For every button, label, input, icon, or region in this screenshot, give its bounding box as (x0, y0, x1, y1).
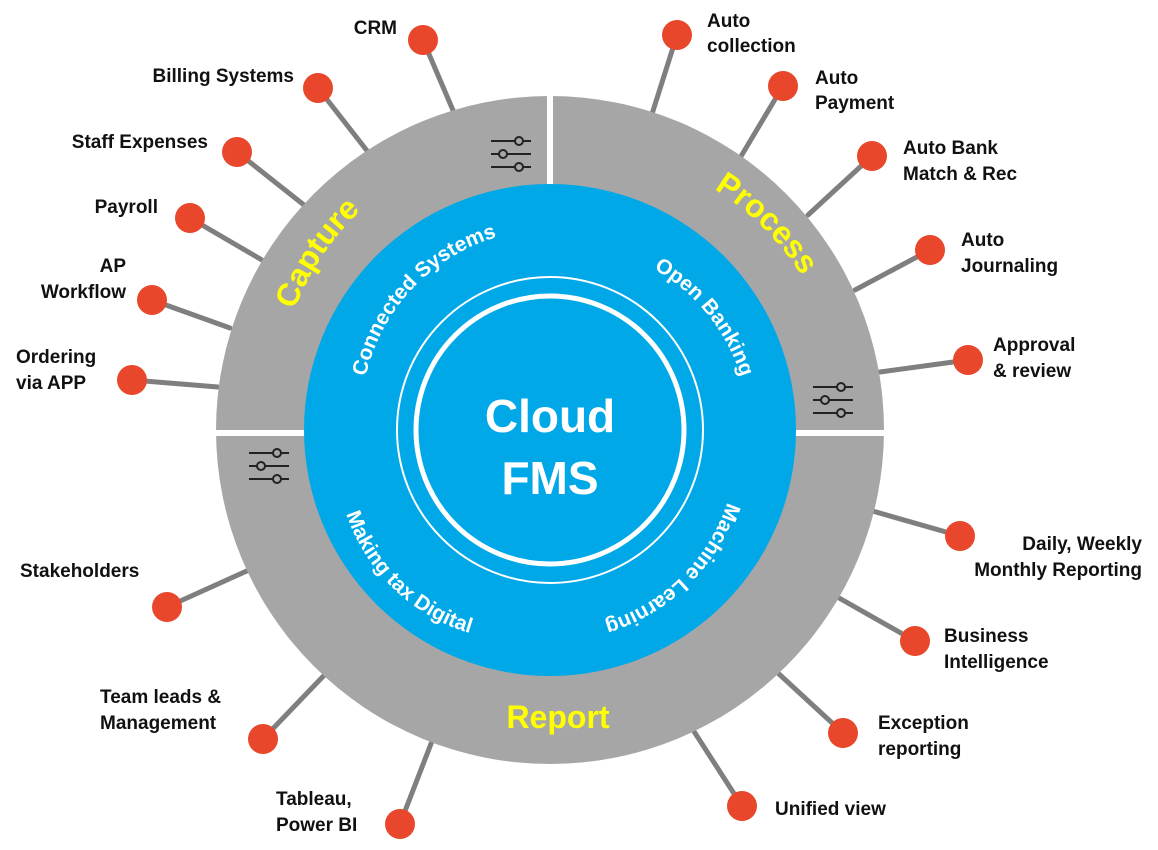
label-ordering-1: Ordering (16, 347, 96, 368)
label-auto-bank-2: Match & Rec (903, 164, 1017, 185)
label-crm: CRM (354, 18, 397, 39)
label-team-2: Management (100, 713, 217, 734)
label-tableau-1: Tableau, (276, 789, 352, 810)
label-auto-payment-1: Auto (815, 68, 858, 89)
label-daily-1: Daily, Weekly (1022, 534, 1142, 555)
dot-bi (900, 626, 930, 656)
dot-auto-journal (915, 235, 945, 265)
label-auto-payment-2: Payment (815, 93, 895, 114)
dot-team (248, 724, 278, 754)
label-auto-collection-1: Auto (707, 11, 750, 32)
dot-ap (137, 285, 167, 315)
label-staff-expenses: Staff Expenses (72, 132, 208, 153)
label-exception-2: reporting (878, 739, 961, 760)
endpoint-dots (117, 20, 983, 839)
label-payroll: Payroll (95, 197, 158, 218)
label-tableau-2: Power BI (276, 815, 357, 836)
core-circle (413, 293, 687, 567)
sliders-icon (491, 136, 531, 172)
dot-stakeholders (152, 592, 182, 622)
label-approval-2: & review (993, 361, 1071, 382)
dot-ordering (117, 365, 147, 395)
label-auto-collection-2: collection (707, 36, 796, 57)
label-auto-journal-1: Auto (961, 230, 1004, 251)
dot-daily (945, 521, 975, 551)
thin-ring (396, 276, 704, 584)
dot-payroll (175, 203, 205, 233)
dot-approval (953, 345, 983, 375)
label-bi-2: Intelligence (944, 652, 1049, 673)
label-auto-bank-1: Auto Bank (903, 138, 998, 159)
dot-staff (222, 137, 252, 167)
label-team-1: Team leads & (100, 687, 221, 708)
sliders-icon (249, 448, 289, 484)
label-bi-1: Business (944, 626, 1028, 647)
label-approval-1: Approval (993, 335, 1075, 356)
dot-exception (828, 718, 858, 748)
label-billing-systems: Billing Systems (153, 66, 295, 87)
label-ap-workflow-2: Workflow (41, 282, 126, 303)
dot-auto-payment (768, 71, 798, 101)
dot-billing (303, 73, 333, 103)
sliders-icon (813, 382, 853, 418)
dot-auto-collection (662, 20, 692, 50)
label-daily-2: Monthly Reporting (974, 560, 1142, 581)
dot-auto-bank (857, 141, 887, 171)
core-title-line1: Cloud (485, 390, 615, 442)
label-ordering-2: via APP (16, 373, 86, 394)
core-title-line2: FMS (501, 452, 598, 504)
label-exception-1: Exception (878, 713, 969, 734)
dot-tableau (385, 809, 415, 839)
label-auto-journal-2: Journaling (961, 256, 1058, 277)
dot-crm (408, 25, 438, 55)
label-ap-workflow-1: AP (100, 256, 127, 277)
dot-unified (727, 791, 757, 821)
segment-title-report: Report (506, 699, 609, 735)
label-stakeholders: Stakeholders (20, 561, 139, 582)
segment-dividers (212, 92, 888, 436)
label-unified-view: Unified view (775, 799, 886, 820)
